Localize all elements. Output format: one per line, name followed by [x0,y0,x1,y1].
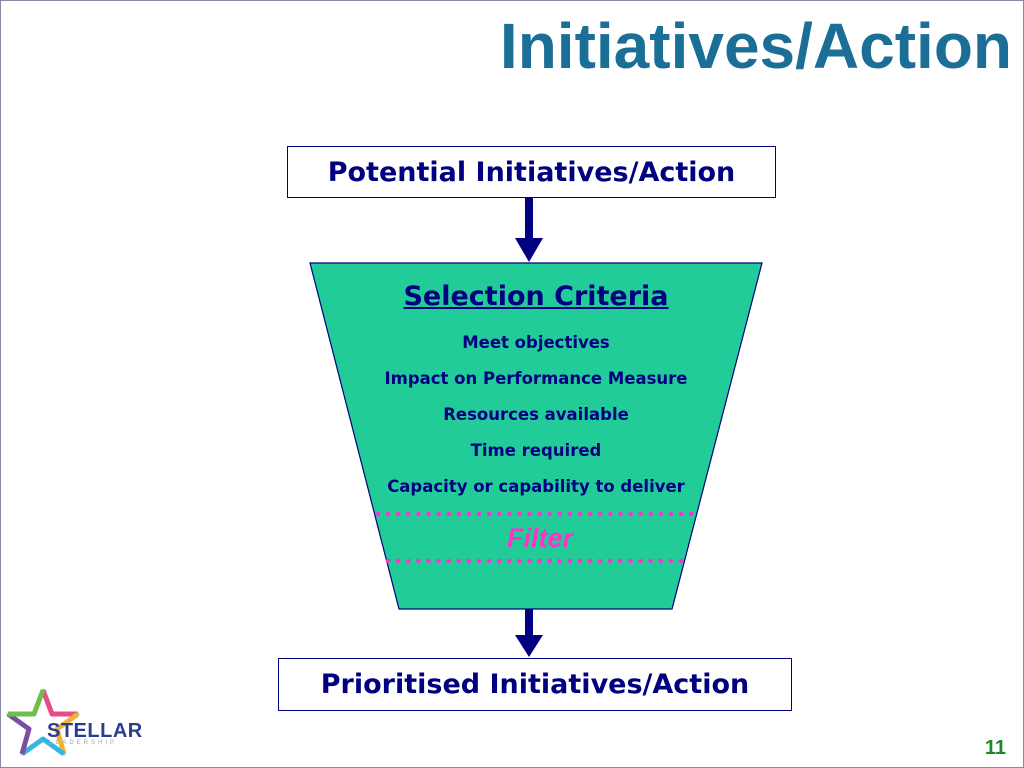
logo-subtitle: LEADERSHIP [49,740,118,746]
filter-label: Filter [506,523,573,553]
criteria-item: Resources available [443,405,629,424]
logo-wordmark: STELLAR [47,720,143,742]
potential-initiatives-box: Potential Initiatives/Action [287,146,776,198]
criteria-item: Meet objectives [462,333,610,352]
down-arrow-top [515,198,543,262]
criteria-item: Capacity or capability to deliver [387,477,685,496]
potential-initiatives-label: Potential Initiatives/Action [327,156,736,188]
prioritised-initiatives-label: Prioritised Initiatives/Action [320,669,750,700]
selection-criteria-heading: Selection Criteria [403,281,669,312]
slide-title: Initiatives/Action [499,10,1012,82]
down-arrow-bottom [515,609,543,657]
criteria-item: Time required [470,441,602,460]
page-number: 11 [984,737,1006,759]
prioritised-initiatives-box: Prioritised Initiatives/Action [278,658,792,711]
stellar-star-logo-icon [6,687,82,757]
criteria-item: Impact on Performance Measure [384,369,688,388]
